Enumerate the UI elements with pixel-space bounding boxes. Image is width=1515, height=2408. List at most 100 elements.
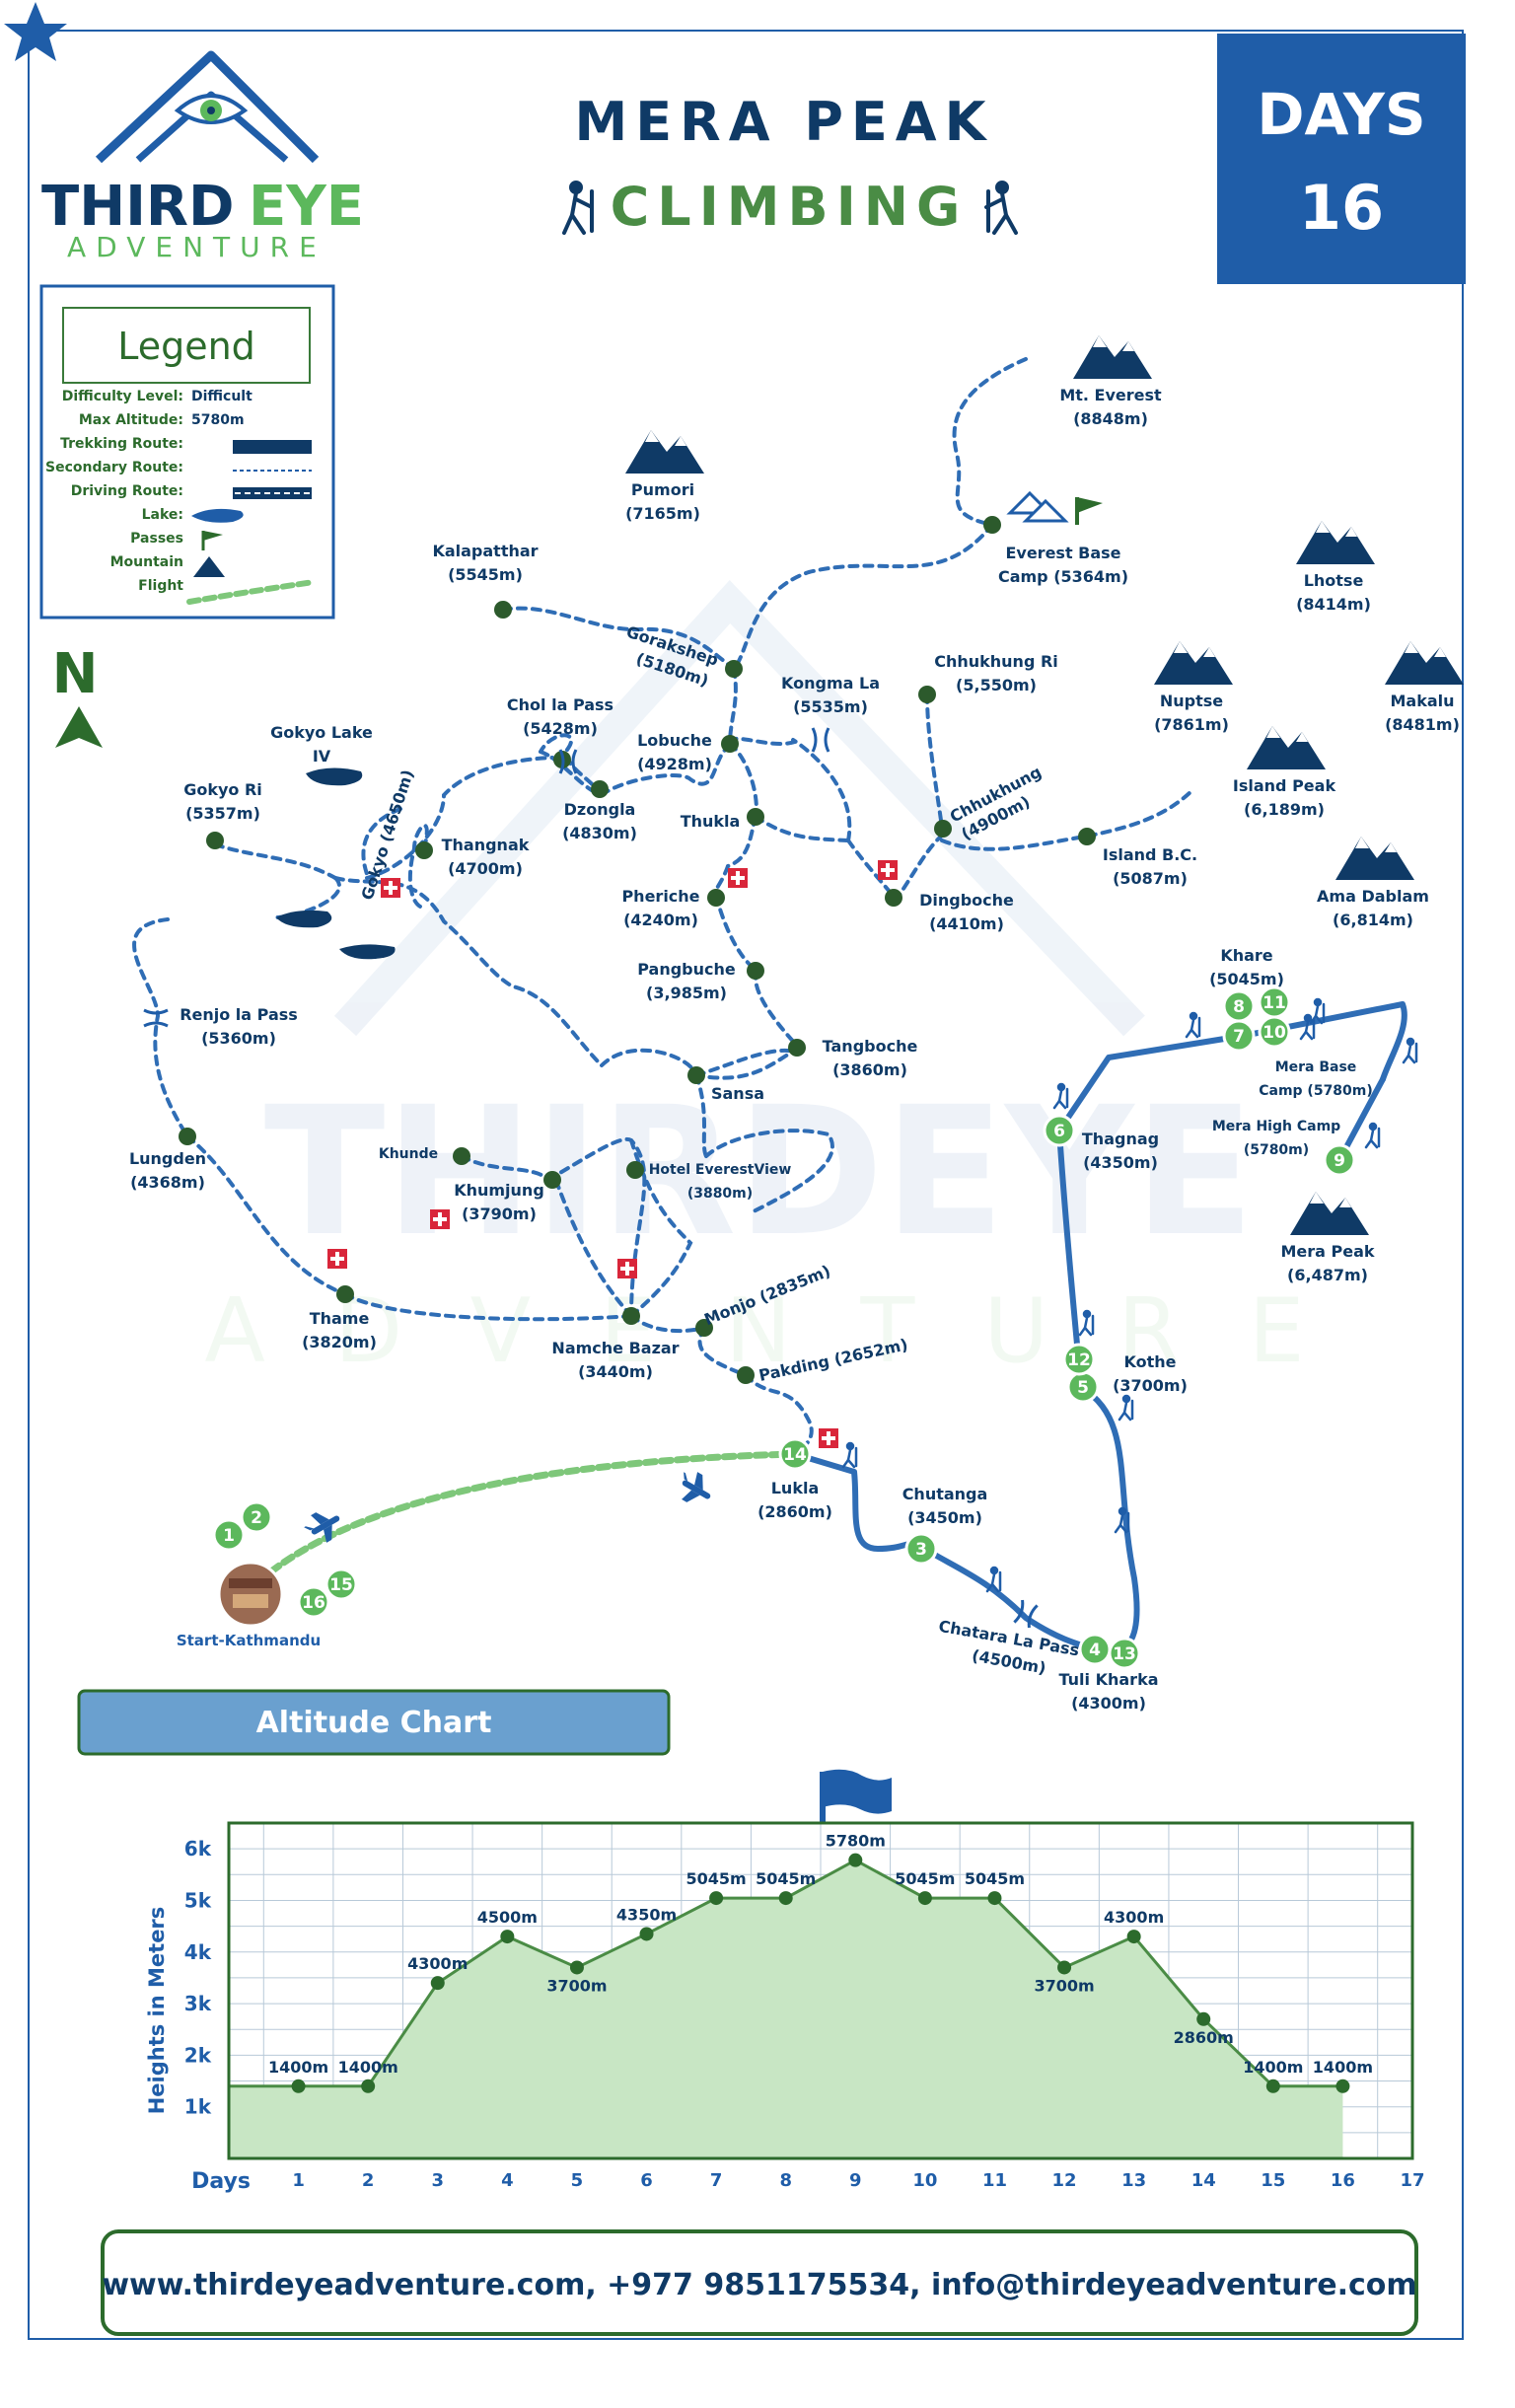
mountain-altitude: (6,487m) <box>1287 1266 1368 1284</box>
mountain-icon <box>1296 521 1375 564</box>
mountain-name: Island Peak <box>1233 776 1336 795</box>
chart-x-tick: 14 <box>1191 2170 1216 2191</box>
place-dot <box>206 832 224 849</box>
hospital-icon <box>327 1249 347 1269</box>
place-dot <box>934 820 952 838</box>
day-marker-number: 9 <box>1334 1151 1345 1171</box>
place-altitude: IV <box>313 747 331 766</box>
place-name: Gokyo Lake <box>270 723 373 742</box>
place-dot <box>336 1285 354 1303</box>
chart-x-tick: 11 <box>982 2170 1007 2191</box>
chart-point-label: 2860m <box>1174 2028 1234 2047</box>
place-name: Kongma La <box>781 674 880 693</box>
chart-x-tick: 12 <box>1052 2170 1077 2191</box>
chart-point-label: 5780m <box>826 1832 886 1851</box>
chart-point <box>361 2079 376 2093</box>
chart-y-tick: 2k <box>184 2043 212 2067</box>
chart-point-label: 5045m <box>686 1869 747 1888</box>
place-altitude: (3,985m) <box>646 984 727 1002</box>
hiker-icon <box>1118 1394 1134 1422</box>
place-altitude: (5545m) <box>448 565 523 584</box>
chart-point <box>987 1891 1002 1906</box>
place-name: Dingboche <box>919 891 1014 910</box>
place-dot <box>707 889 725 907</box>
legend-flight-swatch <box>186 579 317 605</box>
footer-contact[interactable]: www.thirdeyeadventure.com, +977 98511755… <box>102 2268 1416 2302</box>
place-altitude: (3820m) <box>302 1333 377 1351</box>
place-name: Lobuche <box>637 731 712 750</box>
chart-point <box>500 1930 515 1944</box>
chart-point-label: 4300m <box>407 1954 468 1973</box>
chart-y-label: Heights in Meters <box>145 1907 169 2115</box>
svg-text:ADVENTURE: ADVENTURE <box>204 1279 1373 1383</box>
place-dot <box>543 1171 561 1189</box>
airplane-icon <box>682 1472 711 1502</box>
place-altitude: (4830m) <box>562 824 637 842</box>
place-dot <box>737 1366 755 1384</box>
place-name: Hotel EverestView <box>649 1162 792 1178</box>
chart-y-tick: 3k <box>184 1992 212 2015</box>
place-name: Thukla <box>681 812 741 831</box>
place-altitude: (3790m) <box>462 1204 537 1223</box>
mountain-altitude: (7165m) <box>625 504 700 523</box>
legend-driving-swatch <box>233 487 312 499</box>
days-box <box>1217 34 1466 284</box>
north-arrow-icon <box>55 706 103 748</box>
day-marker-number: 7 <box>1233 1027 1245 1047</box>
chart-point <box>430 1976 445 1991</box>
pass-icon <box>1013 1599 1039 1629</box>
lake-icon <box>276 910 332 928</box>
place-altitude: (4368m) <box>130 1173 205 1192</box>
place-altitude: (3860m) <box>832 1060 907 1079</box>
hospital-icon <box>878 860 898 880</box>
place-dot <box>918 686 936 703</box>
legend-row-label: Mountain <box>110 554 183 570</box>
mountain-icon <box>625 430 704 474</box>
legend-trekking-swatch <box>233 440 312 454</box>
pass-icon <box>558 749 578 774</box>
day-marker-number: 4 <box>1089 1641 1101 1660</box>
legend-row-label: Trekking Route: <box>60 436 183 452</box>
place-altitude: (5535m) <box>793 697 868 716</box>
lake-icon <box>306 767 363 786</box>
place-name: Thangnak <box>442 836 530 854</box>
place-dot <box>415 841 433 859</box>
place-altitude: (5,550m) <box>956 676 1037 694</box>
legend-mountain-icon <box>193 556 225 577</box>
day-marker <box>1062 1343 1096 1376</box>
place-altitude: (3450m) <box>907 1508 982 1527</box>
hiker-icon <box>1185 1011 1201 1039</box>
title-line-2: CLIMBING <box>611 176 969 238</box>
day-marker-number: 16 <box>302 1593 325 1613</box>
place-dot <box>747 962 764 980</box>
chart-point-label: 5045m <box>895 1869 955 1888</box>
brand-name-part2: EYE <box>249 175 364 239</box>
place-name: Namche Bazar <box>551 1339 679 1357</box>
mountain-altitude: (8481m) <box>1385 715 1460 734</box>
place-dot <box>721 735 739 753</box>
chart-point-label: 4350m <box>616 1905 677 1924</box>
hiker-icon <box>985 1566 1002 1593</box>
hiker-icon <box>841 1441 858 1469</box>
mountain-icon <box>1154 641 1233 685</box>
chart-y-tick: 5k <box>184 1888 212 1912</box>
place-altitude: (5360m) <box>201 1029 276 1048</box>
place-dot <box>747 808 764 826</box>
chart-point-label: 5045m <box>965 1869 1025 1888</box>
chart-x-label: Days <box>191 2169 251 2194</box>
climber-icon-right <box>984 181 1018 235</box>
mountain-name: Pumori <box>631 480 694 499</box>
day-marker-number: 10 <box>1262 1023 1286 1043</box>
hiker-icon <box>1114 1506 1130 1534</box>
chart-point <box>1335 2079 1350 2093</box>
place-name: Pheriche <box>621 887 699 906</box>
chart-point-label: 4500m <box>477 1908 538 1927</box>
legend-row-label: Secondary Route: <box>45 460 183 475</box>
legend-row-label: Passes <box>130 531 183 547</box>
place-dot <box>494 601 512 619</box>
footer-box <box>101 2229 1418 2336</box>
chart-point-label: 1400m <box>268 2058 328 2077</box>
chart-point-label: 4300m <box>1104 1908 1164 1927</box>
place-altitude: Camp (5364m) <box>998 567 1128 586</box>
